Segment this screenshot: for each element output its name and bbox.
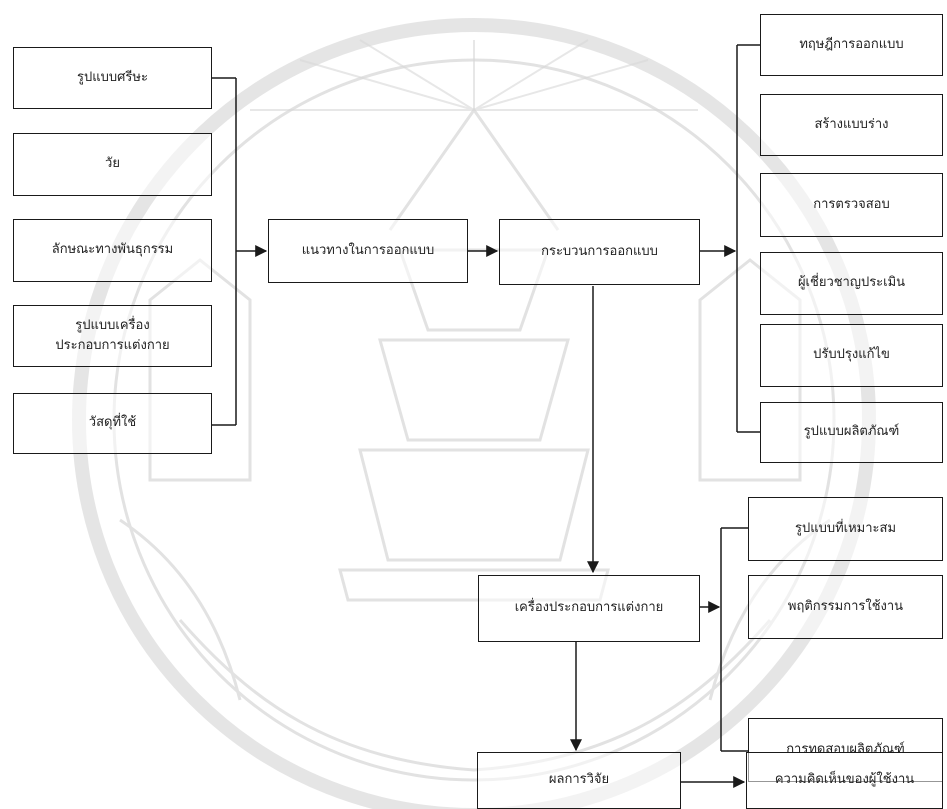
process-step-revision: ปรับปรุงแก้ไข	[760, 324, 943, 387]
accessory-box: เครื่องประกอบการแต่งกาย	[478, 575, 700, 642]
aspect-usage-behavior: พฤติกรรมการใช้งาน	[748, 575, 943, 639]
user-opinion-box: ความคิดเห็นของผู้ใช้งาน	[746, 752, 943, 809]
input-box-accessory-style: รูปแบบเครื่อง ประกอบการแต่งกาย	[13, 305, 212, 367]
input-box-genetic-traits: ลักษณะทางพันธุกรรม	[13, 219, 212, 282]
process-step-design-theory: ทฤษฎีการออกแบบ	[760, 14, 943, 76]
process-step-product-form: รูปแบบผลิตภัณฑ์	[760, 402, 943, 463]
aspect-suitable-form: รูปแบบที่เหมาะสม	[748, 497, 943, 561]
process-step-inspection: การตรวจสอบ	[760, 173, 943, 237]
input-box-head-shape: รูปแบบศรีษะ	[13, 47, 212, 109]
input-box-age: วัย	[13, 133, 212, 196]
input-box-materials: วัสดุที่ใช้	[13, 393, 212, 454]
process-step-sketch: สร้างแบบร่าง	[760, 94, 943, 156]
research-result-box: ผลการวิจัย	[477, 752, 681, 809]
design-guideline-box: แนวทางในการออกแบบ	[268, 219, 468, 283]
process-step-expert-evaluation: ผู้เชี่ยวชาญประเมิน	[760, 252, 943, 315]
design-process-box: กระบวนการออกแบบ	[499, 219, 700, 285]
